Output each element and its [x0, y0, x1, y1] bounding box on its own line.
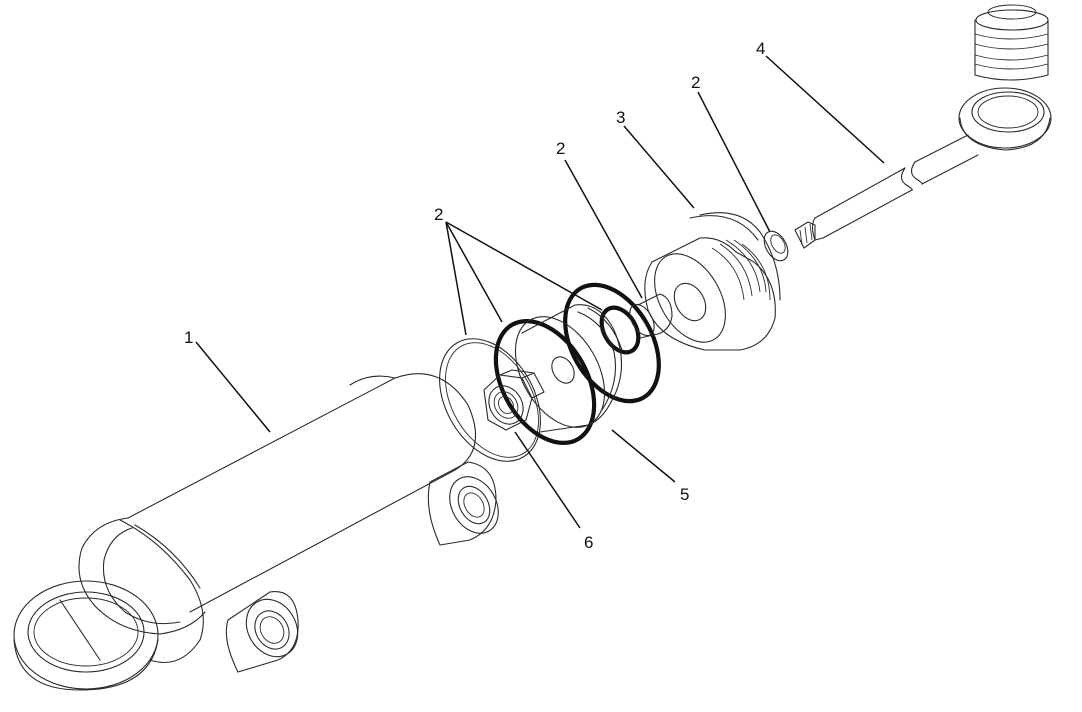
- piston-seal-rings: [493, 282, 661, 445]
- callout-seal-group: 2: [434, 205, 443, 224]
- leader-seal-a: [445, 221, 467, 336]
- callout-rod-seal: 2: [691, 73, 700, 92]
- piston: [514, 293, 673, 433]
- leader-rod: [765, 55, 885, 164]
- callout-rod: 4: [756, 39, 765, 58]
- rod-seal: [763, 230, 789, 262]
- cylinder-barrel: [13, 373, 499, 691]
- callout-barrel: 1: [184, 328, 193, 347]
- leader-seal-center: [564, 159, 643, 299]
- leader-lines: [195, 55, 885, 529]
- leader-nut: [514, 431, 581, 529]
- leader-barrel: [195, 341, 271, 433]
- leader-piston: [611, 429, 676, 483]
- callout-piston: 5: [680, 485, 689, 504]
- backup-ring: [439, 338, 541, 462]
- piston-rod: [794, 4, 1052, 249]
- callout-labels: 1 2 2 3 2 4 5 6: [184, 39, 765, 552]
- leader-rod-seal: [697, 91, 771, 233]
- leader-gland: [623, 125, 695, 209]
- callout-gland: 3: [616, 108, 625, 127]
- piston-nut: [483, 369, 545, 431]
- gland: [644, 212, 781, 351]
- callout-seal-center: 2: [556, 139, 565, 158]
- leader-seal-c: [445, 221, 603, 311]
- callout-nut: 6: [584, 533, 593, 552]
- leader-seal-b: [445, 221, 503, 323]
